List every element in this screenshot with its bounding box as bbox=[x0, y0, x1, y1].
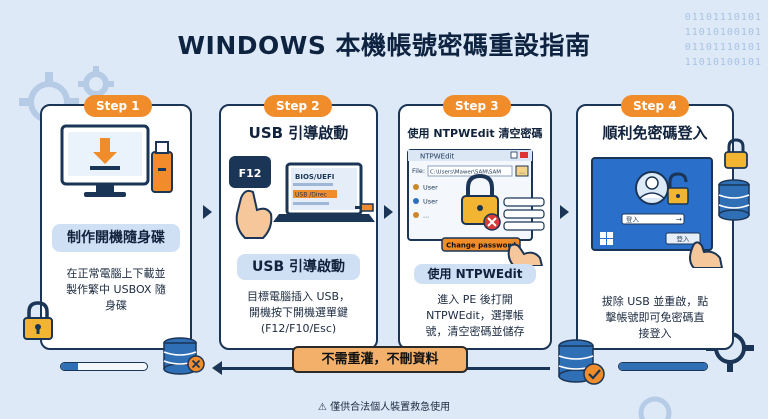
step-card-2: USB 引導啟動 F12 BIOS/UEFI USB /Direc USB 引導… bbox=[219, 104, 378, 350]
arrow-right-icon: → bbox=[676, 216, 682, 224]
bios-title: BIOS/UEFI bbox=[295, 173, 334, 181]
hand-pointer-icon bbox=[689, 241, 724, 268]
step1-body: 在正常電腦上下載並 製作繁中 USBOX 隨 身碟 bbox=[66, 267, 166, 312]
bios-usb-item: USB /Direc bbox=[295, 192, 327, 199]
progress-bar-right bbox=[618, 362, 708, 371]
progress-bar-left bbox=[60, 362, 148, 371]
user-icon bbox=[413, 198, 419, 204]
progress-fill bbox=[619, 363, 707, 370]
step1-band: 制作開機隨身碟 bbox=[52, 224, 180, 252]
step4-heading: 順利免密碼登入 bbox=[602, 124, 708, 142]
unlock-icon bbox=[667, 172, 689, 205]
f12-key: F12 bbox=[239, 167, 262, 180]
next-arrow-icon bbox=[384, 205, 393, 219]
database-error-icon bbox=[163, 337, 205, 375]
svg-text:登入: 登入 bbox=[626, 215, 640, 224]
page-title: WINDOWS 本機帳號密碼重設指南 bbox=[177, 31, 591, 60]
step3-body: 進入 PE 後打開 NTPWEdit，選擇帳 號，清空密碼並儲存 bbox=[425, 293, 525, 338]
user-item-1: User bbox=[423, 184, 438, 192]
binary-decoration: 01101110101 11010100101 01101110101 1101… bbox=[685, 10, 762, 70]
step3-heading: 使用 NTPWEdit 清空密碼 bbox=[407, 127, 543, 140]
browse-button bbox=[515, 165, 529, 177]
usb-plug-icon bbox=[355, 203, 374, 212]
step4-body: 拔除 USB 並重啟，點 擊帳號即可免密碼直 接登入 bbox=[601, 295, 709, 340]
login-button bbox=[665, 232, 701, 245]
window-maximize-icon bbox=[510, 151, 518, 159]
file-label: File: bbox=[412, 167, 425, 175]
ntpwedit-window-illustration: NTPWEdit File: C:\Users\Mawer\SAM\SAM ..… bbox=[407, 149, 545, 266]
step4-label: Step 4 bbox=[621, 95, 689, 117]
step2-body: 目標電腦插入 USB， 開機按下開機選單鍵 (F12/F10/Esc) bbox=[246, 290, 351, 335]
login-field bbox=[621, 213, 685, 225]
progress-fill bbox=[61, 363, 79, 370]
user-icon bbox=[413, 184, 419, 190]
step3-band: 使用 NTPWEdit bbox=[414, 264, 536, 284]
lock-icon-step1 bbox=[23, 301, 53, 340]
database-check-icon bbox=[558, 339, 605, 385]
user-avatar-icon bbox=[635, 171, 669, 205]
window-close-icon bbox=[520, 152, 528, 158]
windows-login-illustration: 登入 → 登入 bbox=[591, 157, 724, 268]
laptop-boot-menu-illustration: F12 BIOS/UEFI USB /Direc bbox=[229, 156, 375, 239]
user-item-2: User bbox=[423, 198, 438, 206]
windows-logo-icon bbox=[600, 232, 613, 245]
step2-label: Step 2 bbox=[264, 95, 332, 117]
binary-line: 11010100101 bbox=[684, 57, 762, 68]
svg-text:Change password: Change password bbox=[446, 242, 516, 250]
database-icon-step4 bbox=[718, 179, 750, 221]
ntpwedit-title: NTPWEdit bbox=[420, 153, 454, 161]
user-item-3: ... bbox=[423, 212, 429, 220]
step2-band: USB 引導啟動 bbox=[237, 254, 360, 280]
lock-icon-top-right bbox=[724, 138, 748, 169]
step-card-1: 制作開機隨身碟 在正常電腦上下載並 製作繁中 USBOX 隨 身碟 bbox=[40, 104, 192, 350]
flow-arrow-icon bbox=[212, 361, 222, 375]
footer-disclaimer: ⚠ 僅供合法個人裝置救急使用 bbox=[317, 402, 451, 413]
binary-line: 11010100101 bbox=[684, 27, 762, 38]
step-card-4: 順利免密碼登入 登入 → 登入 bbox=[576, 104, 734, 350]
step2-heading: USB 引導啟動 bbox=[248, 124, 349, 142]
step-card-3: 使用 NTPWEdit 清空密碼 NTPWEdit File: C:\Users… bbox=[398, 104, 552, 350]
binary-line: 01101110101 bbox=[684, 42, 762, 53]
change-password-button bbox=[441, 237, 521, 252]
no-reinstall-banner: 不需重灌，不刪資料 bbox=[292, 346, 468, 373]
hand-pointer-icon bbox=[235, 189, 273, 239]
svg-text:...: ... bbox=[519, 169, 525, 176]
step3-label: Step 3 bbox=[443, 95, 511, 117]
gear-icon-bottom-faint bbox=[638, 396, 672, 419]
next-arrow-icon bbox=[203, 205, 212, 219]
error-x-icon bbox=[483, 213, 501, 231]
binary-line: 01101110101 bbox=[684, 12, 762, 23]
hand-pointer-icon bbox=[507, 243, 544, 266]
monitor-download-icon bbox=[60, 124, 173, 197]
next-arrow-icon bbox=[560, 205, 569, 219]
user-icon bbox=[413, 212, 419, 218]
file-path-field: C:\Users\Mawer\SAM\SAM bbox=[430, 170, 501, 176]
svg-text:登入: 登入 bbox=[677, 234, 691, 243]
usb-drive-icon bbox=[151, 141, 173, 193]
step1-label: Step 1 bbox=[84, 95, 152, 117]
